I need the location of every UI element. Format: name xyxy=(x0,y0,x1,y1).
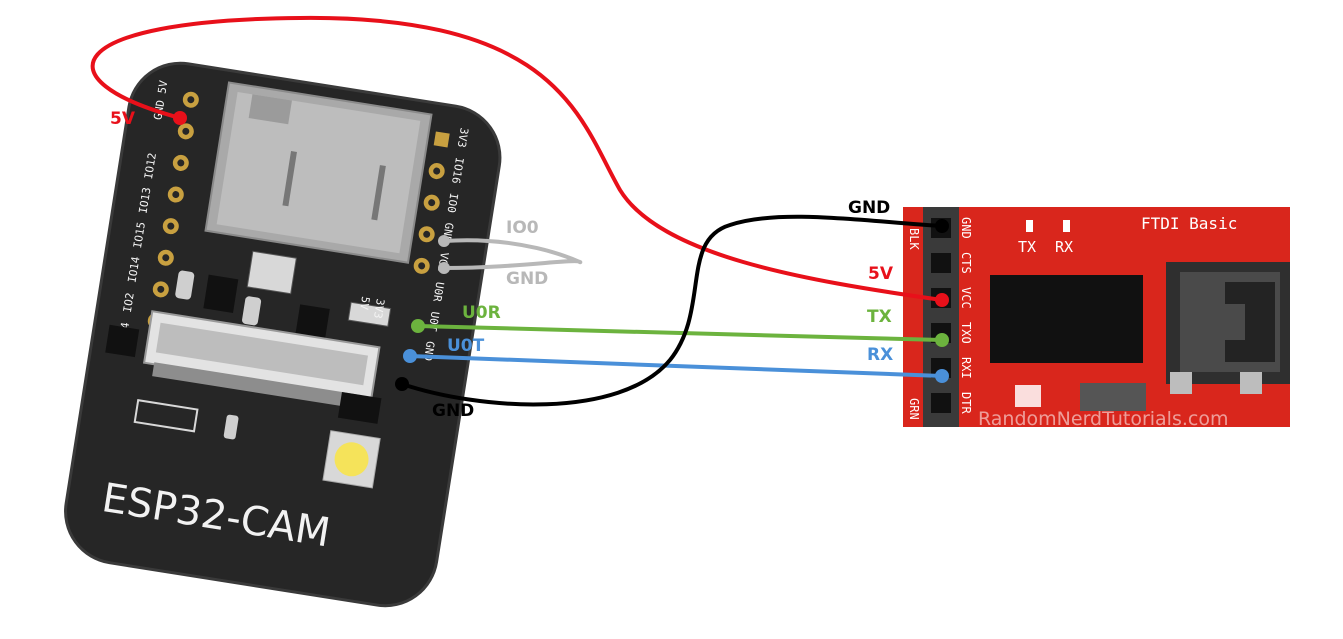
silk-3v3: 3V3 xyxy=(371,298,387,320)
gnd-pin-dot xyxy=(438,262,450,274)
watermark: RandomNerdTutorials.com xyxy=(978,408,1228,430)
ftdi-led-rx: RX xyxy=(1055,238,1073,256)
esp-gnd-dot xyxy=(395,377,409,391)
power-wire-5v xyxy=(90,15,943,302)
ftdi-chip xyxy=(990,275,1143,363)
right-pin-header: 3V3 IO16 IO0 GND VCC U0R U0T GND xyxy=(413,127,471,362)
pin-label-io14: IO14 xyxy=(126,255,143,284)
ftdi-txo-dot xyxy=(935,333,949,347)
pin-label-3v3: 3V3 xyxy=(455,127,471,149)
ftdi-header xyxy=(923,207,959,427)
ftdi-board: BLK GRN GND CTS VCC TXO RXI DTR TX RX FT… xyxy=(903,207,1290,430)
label-io0: IO0 xyxy=(506,218,539,238)
label-ftdi-gnd: GND xyxy=(848,198,890,218)
ftdi-led-tx: TX xyxy=(1018,238,1036,256)
silk-5v: 5V xyxy=(357,295,372,310)
tx-led xyxy=(1026,220,1033,232)
camera-connector xyxy=(142,310,381,409)
ftdi-label-cts: CTS xyxy=(959,252,973,274)
ftdi-label-dtr: DTR xyxy=(959,392,973,414)
label-u0t: U0T xyxy=(447,336,485,356)
silk-pads xyxy=(133,399,199,433)
u0r-pin-dot xyxy=(411,319,425,333)
label-esp-5v: 5V xyxy=(110,109,136,129)
flash-led xyxy=(322,391,382,489)
esp32-cam-board: GND 5V IO12 IO13 IO15 IO14 IO2 IO4 3V3 I… xyxy=(64,61,502,608)
ftdi-label-gnd: GND xyxy=(959,217,973,239)
pin-label-io13: IO13 xyxy=(137,186,154,214)
ftdi-rxi-dot xyxy=(935,369,949,383)
ftdi-label-rxi: RXI xyxy=(959,357,973,379)
label-ftdi-tx: TX xyxy=(867,307,892,327)
ftdi-title: FTDI Basic xyxy=(1141,214,1237,233)
rx-led xyxy=(1063,220,1070,232)
ftdi-label-blk: BLK xyxy=(907,228,921,250)
sd-card-slot xyxy=(204,81,433,264)
jumper-wire-io0-gnd xyxy=(443,238,583,270)
usb-connector xyxy=(1166,262,1290,394)
esp-5v-dot xyxy=(173,111,187,125)
pin-label-io16: IO16 xyxy=(449,156,466,184)
label-u0r: U0R xyxy=(462,303,501,323)
label-ftdi-5v: 5V xyxy=(868,264,894,284)
left-pin-header: GND 5V IO12 IO13 IO15 IO14 IO2 IO4 xyxy=(116,79,199,343)
ftdi-label-vcc: VCC xyxy=(959,287,973,309)
ftdi-label-grn: GRN xyxy=(907,398,921,420)
label-ftdi-rx: RX xyxy=(867,345,893,365)
wire-u0t-rx xyxy=(409,354,943,378)
io0-pin-dot xyxy=(438,235,450,247)
ground-wire xyxy=(401,214,943,407)
label-jumper-gnd: GND xyxy=(506,269,548,289)
smd-components: 5V 3V3 xyxy=(105,250,392,358)
ftdi-vcc-dot xyxy=(935,293,949,307)
pin-label-io2: IO2 xyxy=(121,292,137,314)
u0t-pin-dot xyxy=(403,349,417,363)
pin-label-io0: IO0 xyxy=(444,192,460,214)
ftdi-gnd-dot xyxy=(935,219,949,233)
pin-label-io15: IO15 xyxy=(131,221,148,249)
ftdi-label-txo: TXO xyxy=(959,322,973,344)
wire-u0r-tx xyxy=(417,324,943,342)
label-esp-gnd: GND xyxy=(432,401,474,421)
pin-label-u0r: U0R xyxy=(430,281,446,303)
pin-label-io12: IO12 xyxy=(142,152,159,180)
